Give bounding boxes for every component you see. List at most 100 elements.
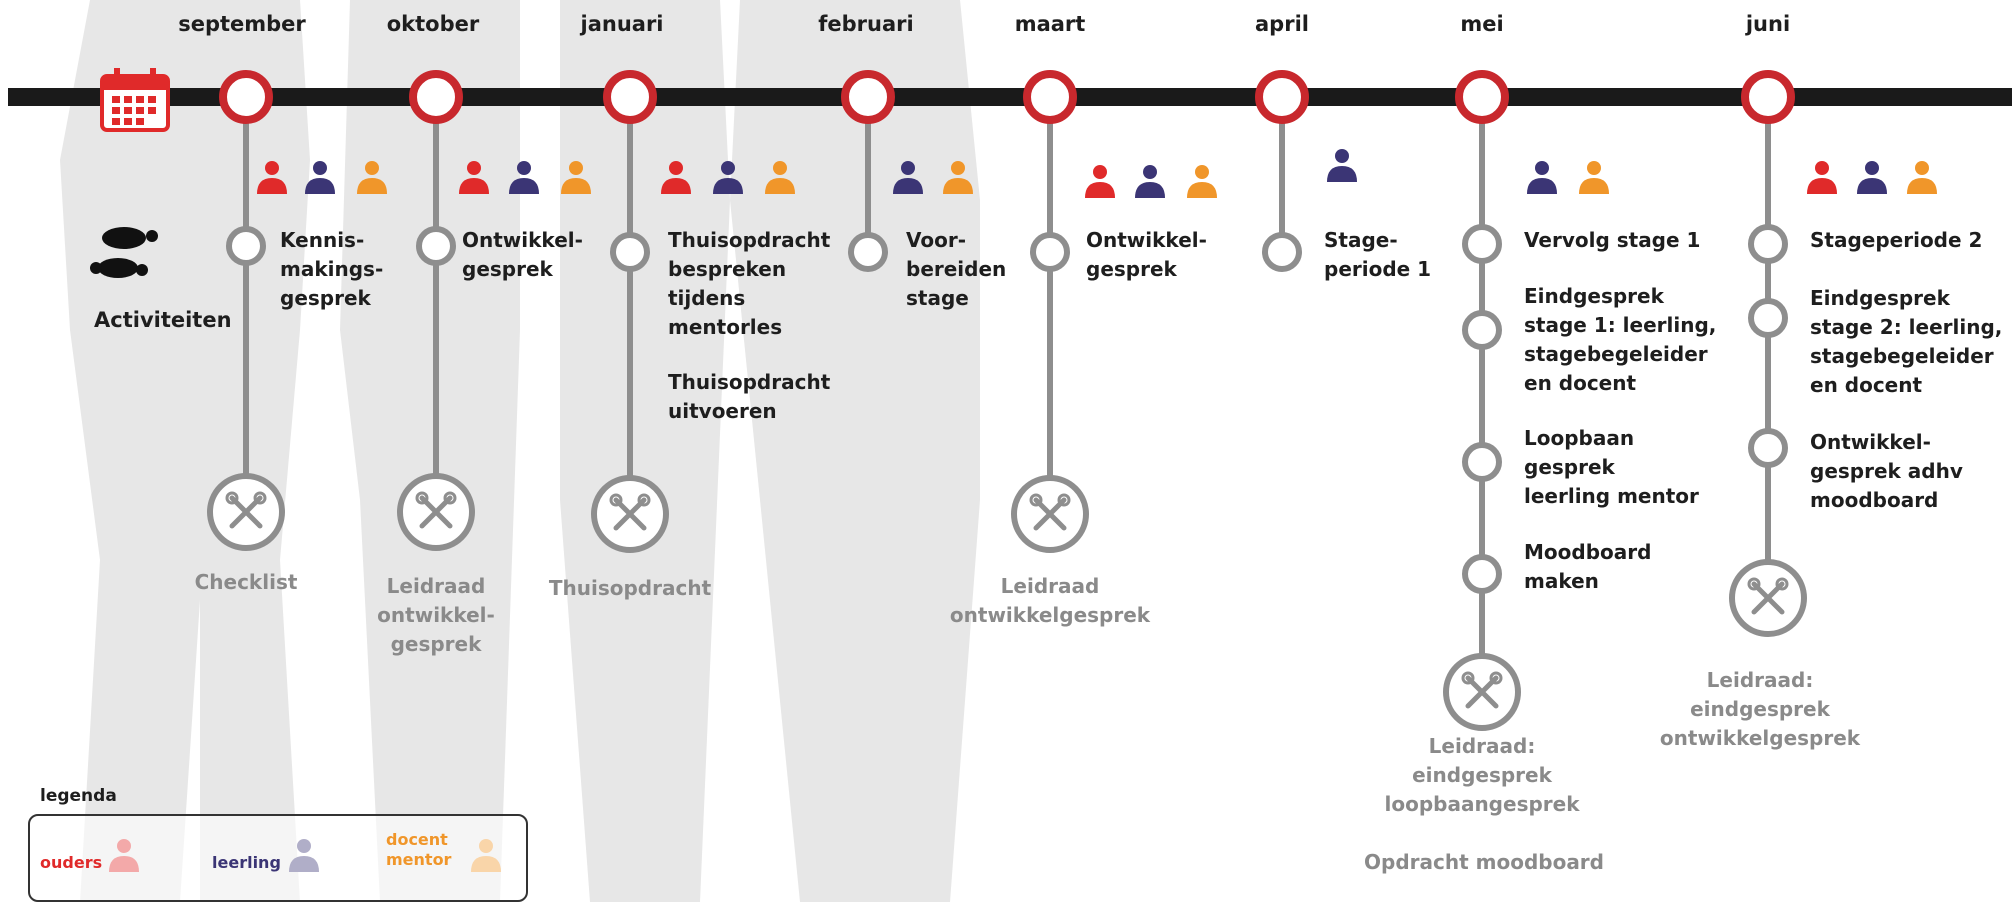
tools-icon — [613, 497, 647, 531]
activity-text: Stageperiode 2 — [1810, 228, 1983, 252]
person-icon — [1907, 178, 1937, 194]
person-icon — [1587, 161, 1601, 175]
person-icon — [1195, 165, 1209, 179]
tools-icon — [1747, 577, 1761, 591]
person-icon — [313, 161, 327, 175]
activity-text: Ontwikkel-gesprek — [1086, 228, 1207, 281]
person-icon — [661, 178, 691, 194]
person-icon — [459, 178, 489, 194]
timeline-bar — [8, 88, 2012, 106]
person-icon — [1187, 182, 1217, 198]
person-icon — [509, 178, 539, 194]
person-icon — [1807, 178, 1837, 194]
tool-label: Checklist — [194, 570, 298, 594]
person-icon — [1865, 161, 1879, 175]
person-icon — [1093, 165, 1107, 179]
month-label: oktober — [386, 12, 480, 36]
person-icon — [1135, 182, 1165, 198]
activities-heading: Activiteiten — [94, 308, 232, 332]
person-icon — [305, 178, 335, 194]
month-label: juni — [1745, 12, 1791, 36]
person-icon — [561, 178, 591, 194]
activity-node — [848, 232, 888, 272]
tools-icon — [1029, 493, 1043, 507]
person-icon — [357, 178, 387, 194]
tools-icon — [1775, 577, 1789, 591]
person-icon — [257, 178, 287, 194]
tool-label: Thuisopdracht — [548, 576, 712, 600]
tools-icon — [609, 493, 623, 507]
tools-icon — [443, 491, 457, 505]
activity-text: Vervolg stage 1 — [1524, 228, 1701, 252]
tools-icon — [1465, 675, 1499, 709]
legend — [28, 814, 528, 902]
tools-icon — [1057, 493, 1071, 507]
person-icon — [569, 161, 583, 175]
person-icon — [765, 178, 795, 194]
person-icon — [713, 178, 743, 194]
activity-node — [226, 226, 266, 266]
footprints-icon — [88, 222, 168, 292]
person-icon — [1327, 166, 1357, 182]
person-icon — [517, 161, 531, 175]
tools-icon — [253, 491, 267, 505]
person-icon — [893, 178, 923, 194]
month-label: februari — [818, 12, 914, 36]
tools-icon — [1489, 671, 1503, 685]
tools-icon — [637, 493, 651, 507]
person-icon — [1535, 161, 1549, 175]
activity-node — [1748, 428, 1788, 468]
month-node — [409, 70, 463, 124]
person-icon — [365, 161, 379, 175]
activity-node — [1262, 232, 1302, 272]
month-node — [1023, 70, 1077, 124]
month-node — [841, 70, 895, 124]
tools-icon — [229, 495, 263, 529]
month-node — [1741, 70, 1795, 124]
activity-node — [1462, 554, 1502, 594]
tools-icon — [415, 491, 429, 505]
background-silhouettes — [60, 0, 980, 902]
tools-icon — [1751, 581, 1785, 615]
person-icon — [721, 161, 735, 175]
activity-text: Kennis-makings-gesprek — [280, 228, 384, 310]
person-icon — [1915, 161, 1929, 175]
activity-node — [610, 232, 650, 272]
person-icon — [467, 161, 481, 175]
legend-label-ouders: ouders — [40, 853, 103, 872]
person-icon — [951, 161, 965, 175]
person-icon — [1579, 178, 1609, 194]
person-icon — [669, 161, 683, 175]
activity-node — [416, 226, 456, 266]
tools-icon — [419, 495, 453, 529]
activity-text: Stage-periode 1 — [1324, 228, 1432, 281]
tools-icon — [1033, 497, 1067, 531]
person-icon — [265, 161, 279, 175]
calendar-icon — [100, 66, 170, 132]
activity-node — [1030, 232, 1070, 272]
month-label: september — [178, 12, 306, 36]
activity-node — [1748, 298, 1788, 338]
month-node — [1455, 70, 1509, 124]
tools-icon — [1461, 671, 1475, 685]
person-icon — [901, 161, 915, 175]
tool-label: Opdracht moodboard — [1364, 850, 1604, 874]
activity-node — [1462, 310, 1502, 350]
legend-label-leerling: leerling — [212, 853, 281, 872]
activity-text: Ontwikkel-gesprek — [462, 228, 583, 281]
month-label: maart — [1014, 12, 1086, 36]
month-node — [1255, 70, 1309, 124]
